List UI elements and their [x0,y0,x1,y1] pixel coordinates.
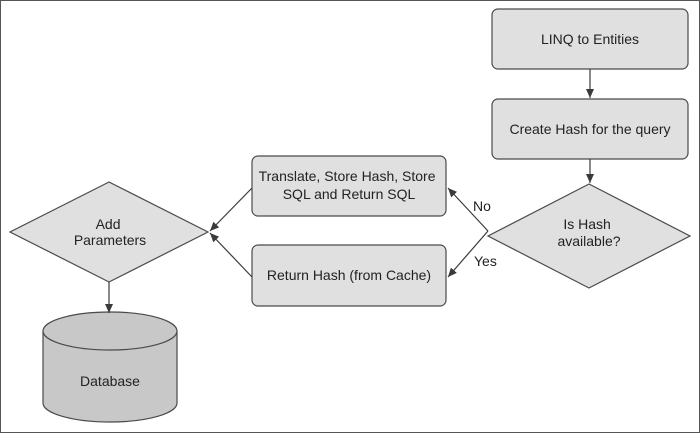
node-create-hash-label: Create Hash for the query [509,121,670,137]
node-linq-label: LINQ to Entities [541,31,639,47]
node-add-parameters: Add Parameters [8,181,210,283]
node-database-label: Database [80,373,140,389]
node-is-hash-line2: available? [557,233,620,249]
edge-decision-no [447,187,489,232]
svg-text:Is Hash available?: Is Hash available? [557,216,620,249]
edge-return-hash-to-add-params [209,232,253,278]
node-translate-line1: Translate, Store Hash, Store [259,168,436,184]
node-translate-store: Translate, Store Hash, Store SQL and Ret… [251,155,447,217]
node-create-hash: Create Hash for the query [491,98,689,160]
node-is-hash-available: Is Hash available? [486,183,692,289]
svg-text:Add Parameters: Add Parameters [74,216,146,248]
node-return-hash: Return Hash (from Cache) [251,244,447,307]
edge-no-label: No [473,198,491,214]
database-cylinder-top [42,311,178,351]
database-cylinder-body [42,330,178,423]
node-database: Database [42,311,178,423]
edge-translate-to-add-params [209,187,253,232]
svg-text:Translate, Store Hash, Store: Translate, Store Hash, Store SQL and Ret… [259,168,440,202]
edge-yes-label: Yes [474,253,497,269]
node-translate-line2: SQL and Return SQL [283,186,416,202]
edge-decision-yes [447,230,489,278]
node-return-hash-label: Return Hash (from Cache) [267,267,431,283]
node-add-params-line2: Parameters [74,232,146,248]
node-linq-to-entities: LINQ to Entities [491,8,689,70]
node-add-params-line1: Add [96,216,121,232]
node-is-hash-line1: Is Hash [563,216,610,232]
